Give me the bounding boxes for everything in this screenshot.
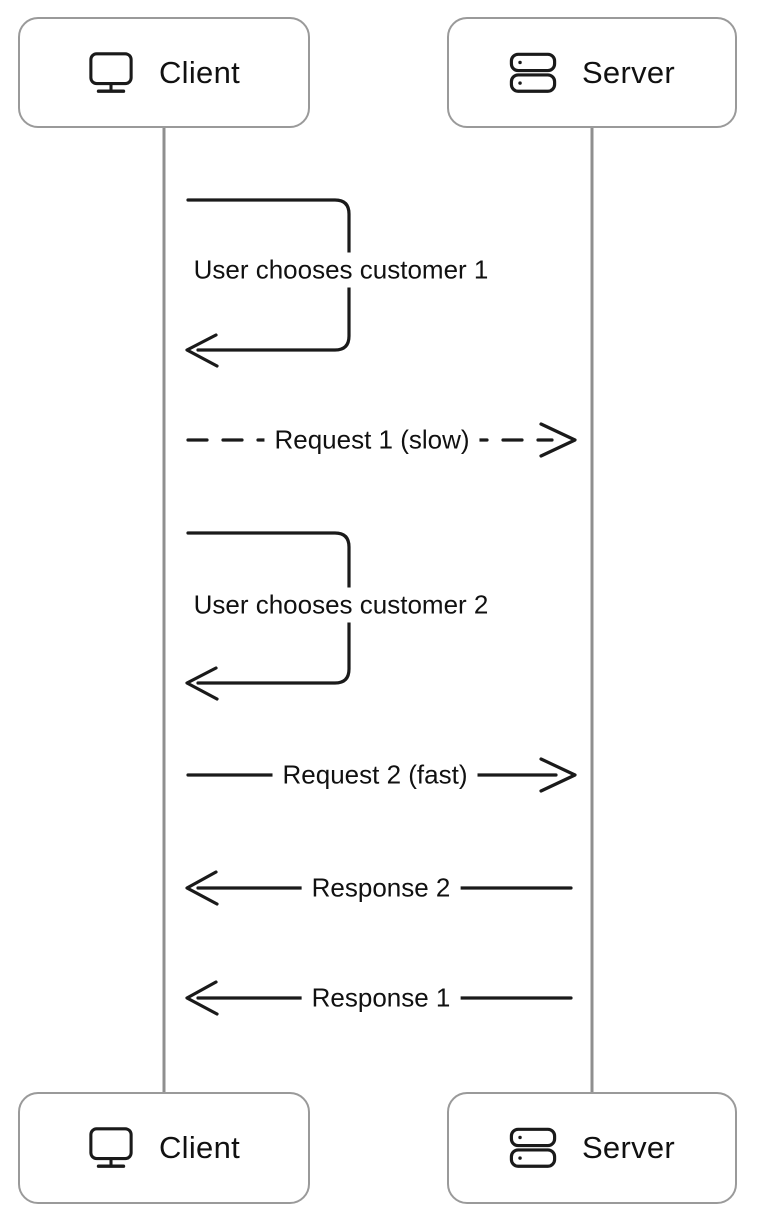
actor-label: Server bbox=[581, 54, 676, 90]
message-label: Request 1 (slow) bbox=[264, 422, 480, 458]
arrowhead-left-icon bbox=[185, 870, 219, 906]
arrowhead-right-icon bbox=[539, 422, 577, 458]
actor-box-client-top: Client bbox=[18, 17, 310, 128]
actor-box-client-bottom: Client bbox=[18, 1092, 310, 1204]
message-label: User chooses customer 1 bbox=[183, 252, 499, 288]
arrowhead-left-icon bbox=[185, 333, 219, 368]
arrowhead-left-icon bbox=[185, 666, 219, 701]
actor-box-server-top: Server bbox=[447, 17, 737, 128]
arrowhead-left-icon bbox=[185, 980, 219, 1016]
message-label: User chooses customer 2 bbox=[183, 587, 499, 623]
arrowhead-right-icon bbox=[539, 757, 577, 793]
message-label: Request 2 (fast) bbox=[272, 757, 478, 793]
message-label: Response 1 bbox=[301, 980, 461, 1016]
monitor-icon bbox=[89, 51, 133, 93]
server-icon bbox=[509, 1127, 557, 1168]
actor-label: Client bbox=[158, 54, 241, 90]
message-label: Response 2 bbox=[301, 870, 461, 906]
actor-label: Server bbox=[581, 1130, 676, 1165]
monitor-icon bbox=[89, 1127, 133, 1168]
server-icon bbox=[509, 52, 557, 93]
actor-box-server-bottom: Server bbox=[447, 1092, 737, 1204]
actor-label: Client bbox=[158, 1130, 241, 1165]
